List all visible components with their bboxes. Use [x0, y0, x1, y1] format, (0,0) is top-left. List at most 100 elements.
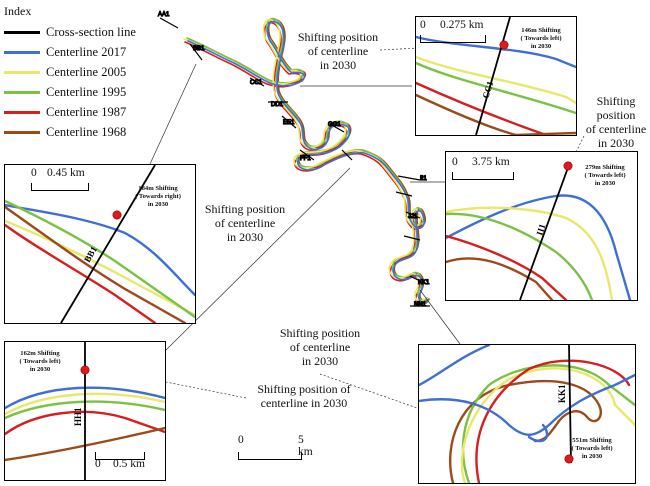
centerline-1995	[5, 199, 195, 319]
centerline-1987	[5, 410, 165, 436]
shift-point-hh1	[80, 365, 90, 375]
cross-section-line	[281, 115, 297, 129]
centerline-2005	[5, 392, 165, 416]
map-section-label: AA1	[158, 12, 170, 18]
map-section-label: FF1	[300, 156, 311, 162]
legend-swatch	[4, 110, 40, 114]
centerline-2005	[460, 367, 635, 483]
legend-swatch	[4, 50, 40, 54]
scale-ii1: 0 3.75 km	[452, 156, 532, 180]
map-section-label: EE1	[283, 120, 295, 126]
legend-item: Centerline 1968	[4, 122, 174, 142]
section-label-bb1: BB1	[82, 244, 99, 264]
centerline-1968	[5, 205, 187, 323]
legend-label: Centerline 1995	[46, 84, 127, 99]
panel-bb1: BB1 0 0.45 km 184m Shifting ( Towards ri…	[4, 164, 196, 324]
legend-label: Cross-section line	[46, 24, 136, 39]
shift-label-cc1: Shifting position of centerline in 2030	[297, 30, 379, 72]
cross-section-kk1	[568, 345, 572, 464]
panel-cc1: CC1 0 0.275 km 146m Shifting ( Towards l…	[415, 16, 577, 136]
cross-section-line	[341, 149, 353, 161]
shift-point-ii1	[563, 161, 573, 171]
cross-section-line	[395, 191, 413, 197]
centerline-2017-loop	[527, 423, 549, 443]
centerline-2005	[5, 219, 195, 317]
centerline-1987	[475, 359, 631, 483]
centerline-2017	[5, 386, 165, 410]
shift-label-ii1: Shifting position of centerline in 2030	[585, 94, 647, 150]
centerline-1995	[416, 61, 576, 115]
panel-ii1: II1 0 3.75 km 279m Shifting ( Towards le…	[445, 151, 638, 301]
shift-note-bb1: 184m Shifting ( Towards right) in 2030	[135, 185, 181, 208]
map-section-label: BB1	[193, 46, 205, 52]
centerline-1995	[446, 212, 594, 300]
shift-point-kk1	[564, 454, 574, 464]
map-section-label: NN1	[414, 302, 427, 308]
legend-label: Centerline 2017	[46, 44, 127, 59]
shift-note-cc1: 146m Shifting ( Towards left) in 2030	[520, 27, 562, 50]
pointer-arrow	[569, 135, 585, 165]
map-section-label: II1	[420, 176, 427, 182]
leader-line	[419, 289, 461, 345]
shift-label-hh1: Shifting position of centerline in 2030	[257, 382, 351, 410]
map-section-label: JJ1	[408, 214, 418, 220]
shift-label-bb1: Shifting position of centerline in 2030	[204, 202, 286, 244]
centerline-1995	[5, 400, 165, 420]
cross-section-line	[405, 211, 421, 219]
cross-section-ii1	[519, 161, 571, 300]
centerline-2017	[446, 194, 632, 300]
section-label-ii1: II1	[534, 222, 547, 237]
map-section-label: CC1	[250, 80, 263, 86]
scale-bb1: 0 0.45 km	[31, 167, 111, 191]
main-scale: 0 5 km	[238, 434, 313, 460]
centerline-2017	[5, 203, 195, 297]
cross-section-line	[159, 17, 179, 29]
centerline-2005	[446, 206, 614, 300]
legend-item: Cross-section line	[4, 22, 174, 42]
map-section-label: GG1	[328, 122, 341, 128]
cross-section-line	[189, 43, 203, 61]
centerline-1987	[446, 234, 568, 300]
section-label-hh1: HH1	[73, 407, 83, 426]
legend-item: Centerline 2005	[4, 62, 174, 82]
scale-cc1: 0 0.275 km	[420, 19, 500, 43]
leader-line	[149, 63, 197, 165]
legend-swatch	[4, 130, 40, 134]
legend-item: Centerline 1987	[4, 102, 174, 122]
centerline-1987	[5, 223, 157, 323]
map-section-label: DD1	[271, 102, 284, 108]
legend-label: Centerline 1968	[46, 124, 127, 139]
centerline-1968	[416, 93, 576, 135]
shift-note-kk1: 551m Shifting ( Towards left) in 2030	[571, 437, 613, 460]
legend-item: Centerline 2017	[4, 42, 174, 62]
legend-label: Centerline 1987	[46, 104, 127, 119]
centerline-2017	[419, 345, 635, 436]
centerline-2017	[416, 35, 576, 69]
centerline-1968	[449, 379, 602, 483]
river-centerline	[183, 18, 425, 303]
centerline-1968	[446, 257, 554, 300]
legend-swatch	[4, 30, 40, 34]
map-section-label: KK1	[418, 280, 430, 286]
cross-section-cc1	[475, 17, 511, 135]
leader-line	[165, 167, 351, 351]
centerline-2005	[416, 55, 576, 105]
river-centerline	[187, 20, 429, 305]
centerline-1968	[5, 426, 165, 462]
cross-section-bb1	[60, 165, 156, 323]
legend-swatch	[4, 90, 40, 94]
panel-kk1: KK1 551m Shifting ( Towards left) in 203…	[418, 344, 636, 484]
legend-item: Centerline 1995	[4, 82, 174, 102]
shift-note-ii1: 279m Shifting ( Towards left) in 2030	[584, 164, 626, 187]
panel-hh1: HH1 162m Shifting ( Towards left) in 203…	[4, 341, 166, 481]
cross-section-line	[409, 275, 427, 285]
section-label-kk1: KK1	[557, 384, 567, 403]
cross-section-line	[299, 149, 315, 161]
cross-section-line	[397, 175, 421, 181]
centerline-1987	[416, 81, 548, 135]
scale-hh1: 0 0.5 km	[95, 452, 165, 480]
cross-section-line	[403, 235, 421, 241]
legend-swatch	[4, 70, 40, 74]
